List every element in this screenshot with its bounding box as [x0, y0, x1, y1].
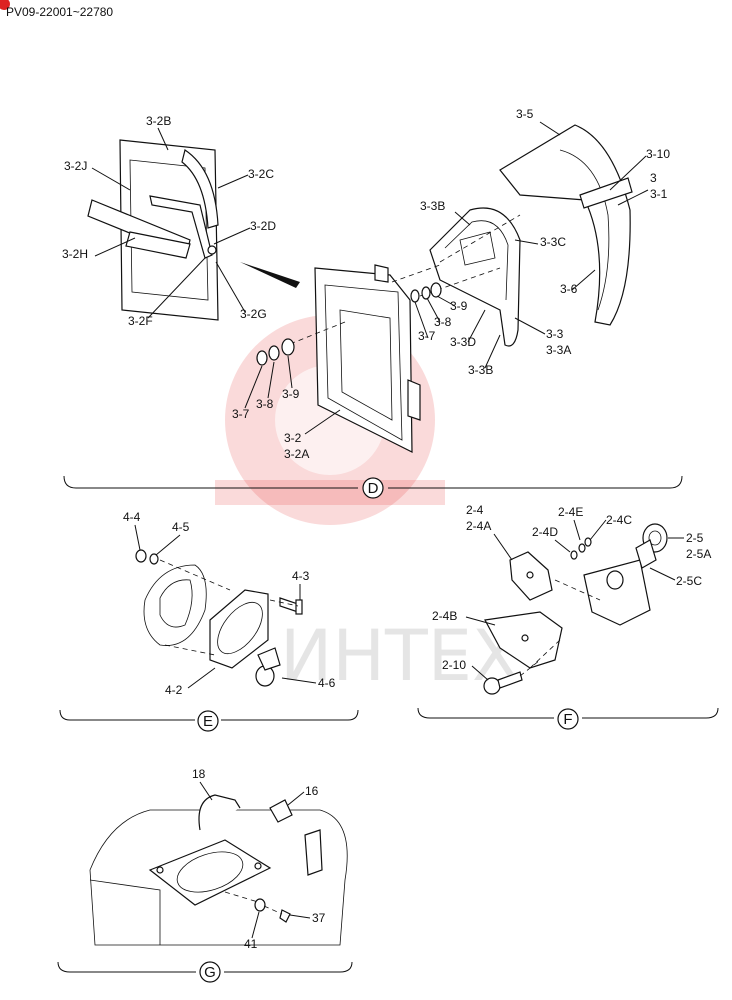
label-2-4A: 2-4A — [466, 519, 491, 533]
bolt-2-10 — [483, 671, 523, 695]
section-frame-e — [59, 709, 359, 721]
label-3-6: 3-6 — [560, 282, 578, 296]
label-3-8-right: 3-8 — [434, 315, 452, 329]
label-3-3: 3-3 — [546, 327, 564, 341]
label-3-2G: 3-2G — [240, 307, 267, 321]
direction-arrow — [240, 262, 300, 288]
section-marker-e — [197, 710, 219, 732]
section-e: 4-4 4-5 4-3 4-2 4-6 E — [59, 510, 359, 732]
pipe-18 — [198, 794, 241, 831]
washer-4-5 — [149, 553, 159, 565]
label-2-4B: 2-4B — [432, 609, 457, 623]
shroud-3-1 — [499, 124, 633, 326]
bolt-4-3 — [279, 597, 303, 615]
label-2-4C: 2-4C — [606, 513, 632, 527]
washer-2-4E — [578, 543, 586, 553]
section-d: 3-2B 3-2J 3-2C 3-2D 3-2H 3-2F 3-2G 3-5 3… — [62, 107, 683, 499]
label-16: 16 — [305, 784, 319, 798]
label-4-6: 4-6 — [318, 676, 336, 690]
label-41: 41 — [244, 937, 258, 951]
label-3-10: 3-10 — [646, 147, 670, 161]
flange-plate — [148, 839, 272, 906]
section-frame-f — [417, 707, 719, 719]
label-3-2F: 3-2F — [128, 314, 153, 328]
section-letter-d: D — [368, 480, 379, 497]
label-3-2: 3-2 — [284, 431, 302, 445]
label-3-2H: 3-2H — [62, 247, 88, 261]
label-3-3D: 3-3D — [450, 335, 476, 349]
washer-2-4C — [584, 537, 592, 547]
label-3-3B-bottom: 3-3B — [468, 363, 493, 377]
label-3-2A: 3-2A — [284, 447, 309, 461]
dash-guide — [159, 559, 299, 656]
label-2-5A: 2-5A — [686, 547, 711, 561]
section-letter-f: F — [563, 711, 572, 728]
dash-guide — [224, 891, 283, 915]
fitting-4-6 — [255, 647, 281, 687]
label-3-3A: 3-3A — [546, 343, 571, 357]
label-3-9-left: 3-9 — [282, 387, 300, 401]
label-4-4: 4-4 — [123, 510, 141, 524]
label-2-10: 2-10 — [442, 658, 466, 672]
label-3-8-left: 3-8 — [256, 397, 274, 411]
section-marker-d — [362, 477, 384, 499]
label-4-5: 4-5 — [172, 520, 190, 534]
label-2-5C: 2-5C — [676, 574, 702, 588]
bushing-2-5 — [635, 523, 668, 569]
section-letter-g: G — [204, 964, 216, 981]
washer-set-left — [256, 338, 295, 366]
label-2-5: 2-5 — [686, 531, 704, 545]
section-frame-g — [57, 961, 353, 973]
label-3-2C: 3-2C — [248, 167, 274, 181]
label-4-2: 4-2 — [165, 683, 183, 697]
label-3-9-right: 3-9 — [450, 299, 468, 313]
section-marker-g — [199, 961, 221, 983]
label-2-4E: 2-4E — [558, 505, 583, 519]
pin-37 — [279, 909, 291, 923]
corner-badge — [0, 0, 10, 10]
bracket-2-4 — [509, 551, 553, 601]
clip-16 — [269, 799, 293, 823]
flange-4-2 — [209, 589, 269, 669]
section-f: 2-4 2-4A 2-4E 2-4C 2-4D 2-5 2-5A 2-5C 2-… — [417, 503, 719, 730]
dash-guide — [391, 264, 441, 283]
bracket-right — [304, 829, 323, 876]
label-3-1: 3-1 — [650, 187, 668, 201]
label-3-5: 3-5 — [516, 107, 534, 121]
gasket-4-2 — [143, 564, 207, 646]
label-3: 3 — [650, 171, 657, 185]
washer-2-4D — [570, 550, 578, 560]
washer-4-4 — [135, 549, 147, 563]
dash-guide — [519, 579, 601, 677]
section-frame-d — [63, 475, 683, 489]
frame-3-2 — [314, 264, 421, 453]
left-bracket-assembly — [87, 139, 219, 321]
label-3-2D: 3-2D — [250, 219, 276, 233]
plate-2-4B — [484, 611, 563, 669]
label-3-3C: 3-3C — [540, 235, 566, 249]
label-3-3B-top: 3-3B — [420, 199, 445, 213]
label-4-3: 4-3 — [292, 569, 310, 583]
washer-set-right — [410, 282, 442, 303]
label-3-7-left: 3-7 — [232, 407, 250, 421]
header-code: PV09-22001~22780 — [6, 5, 113, 19]
housing-body — [89, 809, 348, 946]
washer-41 — [254, 898, 266, 912]
section-g: 18 16 37 41 G — [57, 767, 353, 983]
label-37: 37 — [312, 911, 326, 925]
label-3-2J: 3-2J — [64, 159, 87, 173]
label-3-2B: 3-2B — [146, 114, 171, 128]
label-2-4D: 2-4D — [532, 525, 558, 539]
label-2-4: 2-4 — [466, 503, 484, 517]
label-18: 18 — [192, 767, 206, 781]
section-letter-e: E — [203, 713, 213, 730]
section-marker-f — [557, 708, 579, 730]
bracket-2-5C — [583, 559, 651, 626]
dash-guide — [439, 214, 521, 263]
watermark-text: ИНТЕХ — [280, 615, 520, 697]
